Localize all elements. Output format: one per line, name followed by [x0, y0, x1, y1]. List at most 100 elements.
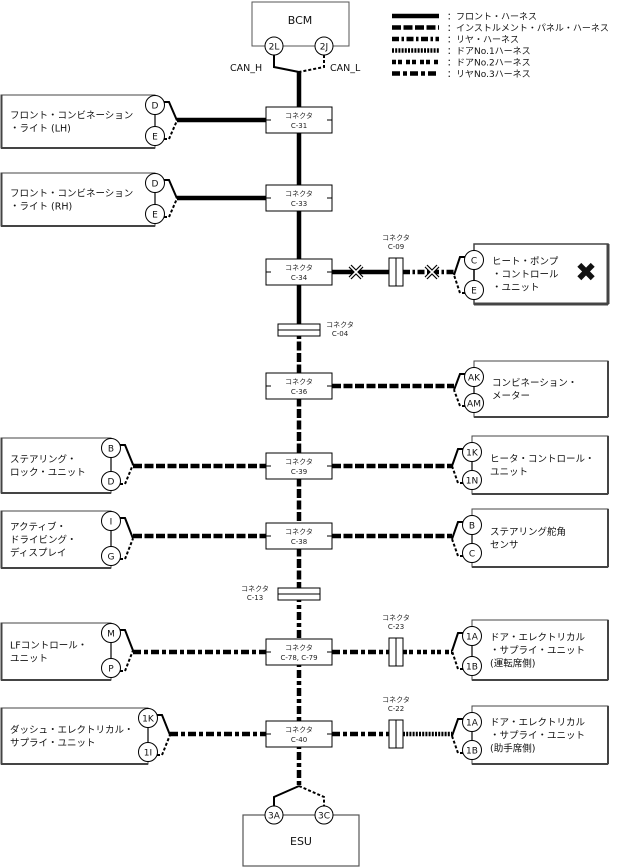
- fork-dashed: [120, 464, 134, 485]
- trunk-connector-box: [265, 258, 333, 286]
- unit-name-line: LFコントロール・: [10, 641, 87, 652]
- pin: [101, 511, 121, 531]
- unit-name-line: メーター: [492, 391, 530, 402]
- unit-name-line: ステアリング舵角: [490, 526, 566, 538]
- pin-label: AK: [468, 374, 481, 384]
- connector-id: C-22: [388, 705, 404, 713]
- unit-box: [0, 622, 112, 681]
- fork-dashed: [120, 538, 134, 560]
- fork-dashed: [453, 389, 465, 407]
- connector-id: C-33: [291, 200, 307, 208]
- unit-name-line: ユニット: [490, 467, 528, 478]
- esu-pin-label: 3A: [268, 812, 281, 822]
- unit-name-line: ステアリング・: [10, 454, 77, 466]
- pin: [462, 740, 482, 760]
- pin: [462, 656, 482, 676]
- connector-id: C-36: [291, 388, 308, 396]
- fork-dashed: [120, 650, 134, 672]
- fork-dashed: [451, 465, 463, 484]
- fork-solid: [120, 517, 134, 539]
- unit-name-line: (助手席側): [490, 743, 535, 755]
- legend-label-door2: ：ドアNo.2ハーネス: [447, 58, 531, 69]
- left-unit: フロント・コンビネーション・ライト (RH)DE: [0, 172, 178, 227]
- can-l-label: CAN_L: [330, 63, 361, 74]
- pin: [101, 438, 121, 458]
- bcm-pin-label: 2J: [320, 43, 328, 53]
- pin: [462, 470, 482, 490]
- unit-box: [0, 172, 156, 227]
- fork-solid: [451, 448, 463, 467]
- pin: [145, 204, 165, 224]
- pin-label: B: [469, 522, 475, 532]
- pin: [138, 742, 158, 762]
- pin: [101, 471, 121, 491]
- connector-caption: コネクタ: [285, 111, 313, 120]
- connector-id: C-38: [291, 538, 307, 546]
- esu-pin: [264, 805, 284, 825]
- connector-id: C-09: [388, 243, 404, 251]
- unit-name-line: ヒート・ポンプ: [492, 257, 559, 268]
- unit-name-line: ・サプライ・ユニット: [490, 731, 585, 742]
- can-l-wire: [298, 55, 325, 73]
- pin: [145, 126, 165, 146]
- trunk-connector-box: [265, 638, 333, 666]
- connector-caption: コネクタ: [382, 695, 410, 704]
- cut-mark-icon-inner: [425, 265, 439, 279]
- legend-label-rear: ：リヤ・ハーネス: [447, 35, 519, 46]
- pin: [464, 250, 484, 270]
- esu-pin-label: 3C: [318, 812, 330, 822]
- unit-name-line: アクティブ・: [10, 521, 66, 533]
- can-h-label: CAN_H: [230, 63, 262, 74]
- pin: [464, 367, 484, 387]
- unit-box: [0, 94, 156, 149]
- connector-caption: コネクタ: [285, 263, 313, 272]
- fork-solid: [164, 179, 178, 199]
- pin-label: 1K: [142, 715, 155, 725]
- esu-label: ESU: [290, 835, 312, 848]
- wires: [133, 55, 454, 806]
- pin-label: D: [152, 102, 159, 112]
- connector-caption: コネクタ: [382, 613, 410, 622]
- unit-name-line: ロック・ユニット: [10, 468, 86, 479]
- unit-box: [473, 360, 609, 418]
- esu-unit: ESU 3A 3C: [242, 805, 360, 867]
- unit-name-line: ヒータ・コントロール・: [490, 454, 595, 465]
- bcm-pin: [264, 36, 284, 56]
- connector-id: C-13: [247, 594, 263, 602]
- legend-label-front: ：フロント・ハーネス: [447, 12, 537, 23]
- pin-label: D: [108, 478, 115, 488]
- unit-box: [471, 508, 609, 568]
- can-h-wire: [273, 55, 300, 73]
- fork-solid: [120, 444, 134, 465]
- unit-name-line: コンビネーション・: [492, 378, 577, 389]
- legend-label-instrument: ：インストルメント・パネル・ハーネス: [447, 23, 609, 34]
- pin-label: G: [108, 553, 115, 563]
- trunk-connector-box: [265, 452, 333, 480]
- pin-label: C: [469, 550, 475, 560]
- pin-label: I: [110, 518, 113, 528]
- unit-name-line: ドア・エレクトリカル: [490, 633, 586, 644]
- unit-name-line: ・ライト (RH): [10, 202, 72, 213]
- trunk-connectors: コネクタC-31コネクタC-33コネクタC-34コネクタC-04コネクタC-36…: [241, 106, 354, 748]
- pin-label: 1K: [466, 449, 479, 459]
- pin-label: 1I: [144, 749, 152, 759]
- fork-dashed: [451, 538, 463, 557]
- pin-label: P: [108, 665, 114, 675]
- bcm-label: BCM: [288, 14, 313, 27]
- unit-name-line: (運転席側): [490, 658, 535, 670]
- esu-pin: [314, 805, 334, 825]
- trunk-connector-box: [265, 522, 333, 550]
- unit-name-line: フロント・コンビネーション: [10, 111, 133, 122]
- left-units: フロント・コンビネーション・ライト (LH)DEフロント・コンビネーション・ライ…: [0, 94, 178, 765]
- pin-label: 1N: [466, 477, 478, 487]
- right-unit: ヒータ・コントロール・ユニット 1K 1N: [451, 435, 609, 495]
- pin: [464, 393, 484, 413]
- fork-dashed: [157, 734, 171, 756]
